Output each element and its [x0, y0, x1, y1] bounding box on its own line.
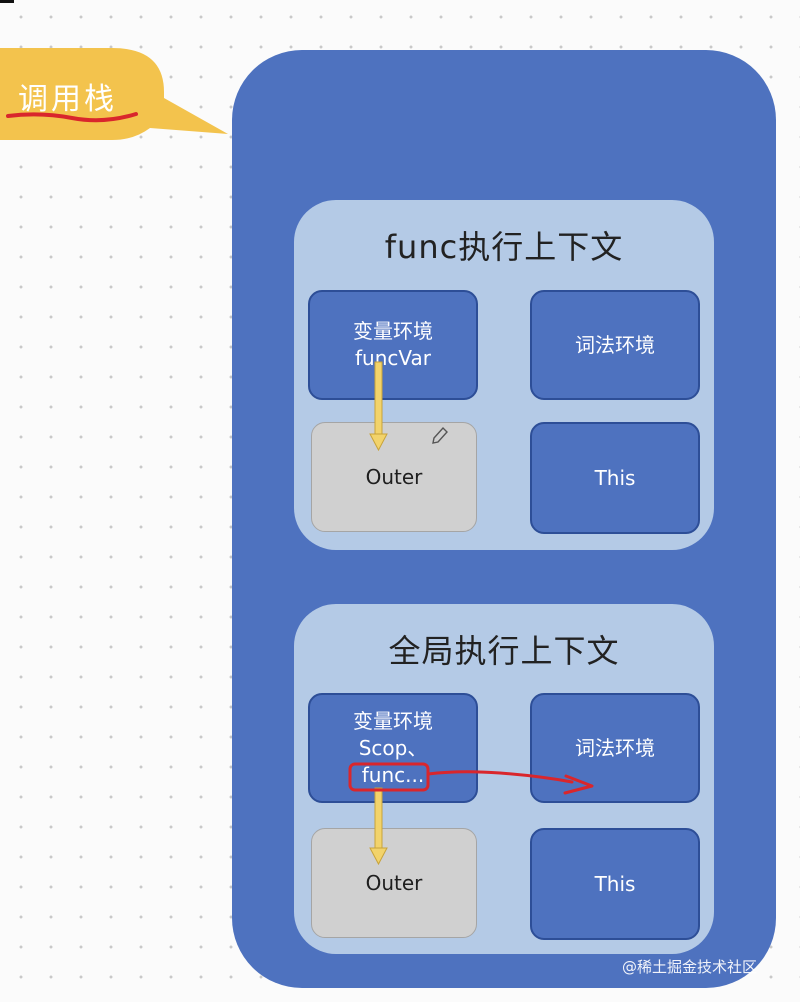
this-label: This: [594, 465, 636, 490]
lexical-env-label: 词法环境: [575, 332, 655, 357]
global-this: This: [530, 828, 700, 940]
variable-env-label: 变量环境: [353, 319, 433, 343]
handwritten-underline: [6, 112, 138, 123]
variable-env-scope: Scop、: [358, 735, 428, 760]
watermark: @稀土掘金技术社区: [622, 958, 758, 976]
func-outer: Outer: [311, 422, 477, 532]
variable-env-func: func...: [361, 762, 425, 787]
global-outer: Outer: [311, 828, 477, 938]
global-lexical-environment: 词法环境: [530, 693, 700, 803]
outer-label: Outer: [365, 464, 423, 489]
top-edge-mark: [0, 0, 14, 3]
variable-env-label: 变量环境: [353, 708, 433, 733]
this-label: This: [594, 871, 636, 896]
outer-label: Outer: [365, 870, 423, 895]
global-variable-environment: 变量环境 Scop、 func...: [308, 693, 478, 803]
global-context-title: 全局执行上下文: [388, 632, 620, 670]
func-variable-environment: 变量环境 funcVar: [308, 290, 478, 400]
call-stack-label: 调用栈: [18, 82, 117, 117]
variable-env-value: funcVar: [355, 346, 431, 370]
func-context-title: func执行上下文: [384, 228, 624, 266]
func-lexical-environment: 词法环境: [530, 290, 700, 400]
lexical-env-label: 词法环境: [575, 735, 655, 760]
func-this: This: [530, 422, 700, 534]
